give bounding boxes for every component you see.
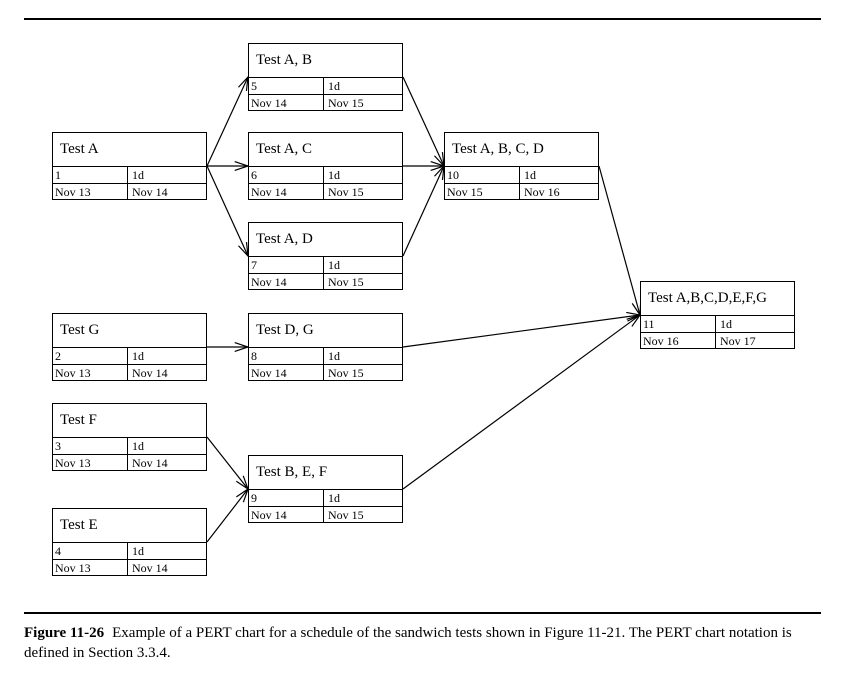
node-number: 8 [251, 349, 257, 363]
bottom-rule [24, 612, 821, 614]
node-title: Test G [60, 322, 100, 338]
pert-node-test-f[interactable]: Test F 3 1d Nov 13 Nov 14 [52, 403, 207, 471]
node-finish-date: Nov 14 [132, 561, 168, 575]
node-number: 10 [447, 168, 459, 182]
node-number: 5 [251, 79, 257, 93]
dependency-arrow [206, 76, 249, 167]
node-duration: 1d [132, 349, 144, 363]
node-start-date: Nov 13 [55, 185, 91, 199]
pert-node-test-g[interactable]: Test G 2 1d Nov 13 Nov 14 [52, 313, 207, 381]
pert-node-test-all[interactable]: Test A,B,C,D,E,F,G 11 1d Nov 16 Nov 17 [640, 281, 795, 349]
node-finish-date: Nov 15 [328, 508, 364, 522]
node-number: 6 [251, 168, 257, 182]
dependency-arrow [402, 314, 641, 348]
node-duration: 1d [132, 439, 144, 453]
node-finish-date: Nov 15 [328, 275, 364, 289]
node-title: Test B, E, F [256, 464, 328, 480]
node-duration: 1d [328, 79, 340, 93]
pert-node-test-a-d[interactable]: Test A, D 7 1d Nov 14 Nov 15 [248, 222, 403, 290]
node-finish-date: Nov 15 [328, 185, 364, 199]
node-duration: 1d [524, 168, 536, 182]
node-title: Test D, G [256, 322, 314, 338]
node-number: 1 [55, 168, 61, 182]
node-finish-date: Nov 14 [132, 366, 168, 380]
node-number: 11 [643, 317, 655, 331]
node-number: 9 [251, 491, 257, 505]
node-title: Test A, D [256, 231, 313, 247]
node-finish-date: Nov 14 [132, 456, 168, 470]
node-number: 4 [55, 544, 61, 558]
dependency-arrow [402, 76, 445, 167]
node-title: Test A [60, 141, 99, 157]
node-title: Test F [60, 412, 97, 428]
node-start-date: Nov 14 [251, 96, 287, 110]
node-title: Test A,B,C,D,E,F,G [648, 290, 768, 306]
figure-label: Figure 11-26 [24, 625, 105, 641]
dependency-arrow [206, 488, 249, 543]
pert-node-test-d-g[interactable]: Test D, G 8 1d Nov 14 Nov 15 [248, 313, 403, 381]
node-duration: 1d [328, 349, 340, 363]
node-number: 3 [55, 439, 61, 453]
node-duration: 1d [328, 168, 340, 182]
node-duration: 1d [132, 168, 144, 182]
dependency-arrow [402, 165, 445, 257]
node-start-date: Nov 13 [55, 456, 91, 470]
pert-node-test-a-b[interactable]: Test A, B 5 1d Nov 14 Nov 15 [248, 43, 403, 111]
figure-caption-text: Example of a PERT chart for a schedule o… [24, 625, 792, 661]
node-start-date: Nov 13 [55, 366, 91, 380]
pert-node-test-a-b-c-d[interactable]: Test A, B, C, D 10 1d Nov 15 Nov 16 [444, 132, 599, 200]
node-start-date: Nov 14 [251, 275, 287, 289]
node-number: 2 [55, 349, 61, 363]
node-title: Test A, B [256, 52, 313, 68]
node-duration: 1d [328, 258, 340, 272]
node-start-date: Nov 14 [251, 185, 287, 199]
node-title: Test E [60, 517, 98, 533]
node-title: Test A, B, C, D [452, 141, 544, 157]
dependency-arrow [598, 165, 641, 316]
node-duration: 1d [132, 544, 144, 558]
node-finish-date: Nov 17 [720, 334, 756, 348]
arrowhead [238, 75, 249, 91]
pert-node-test-b-e-f[interactable]: Test B, E, F 9 1d Nov 14 Nov 15 [248, 455, 403, 523]
node-finish-date: Nov 14 [132, 185, 168, 199]
node-number: 7 [251, 258, 257, 272]
node-title: Test A, C [256, 141, 313, 157]
node-start-date: Nov 16 [643, 334, 679, 348]
node-finish-date: Nov 15 [328, 366, 364, 380]
top-rule [24, 18, 821, 20]
dependency-arrow [206, 165, 249, 257]
node-finish-date: Nov 15 [328, 96, 364, 110]
node-duration: 1d [720, 317, 732, 331]
dependency-arrow [402, 314, 641, 490]
node-finish-date: Nov 16 [524, 185, 560, 199]
node-start-date: Nov 14 [251, 366, 287, 380]
dependency-arrow [206, 436, 249, 490]
pert-node-test-a-c[interactable]: Test A, C 6 1d Nov 14 Nov 15 [248, 132, 403, 200]
pert-node-test-e[interactable]: Test E 4 1d Nov 13 Nov 14 [52, 508, 207, 576]
node-start-date: Nov 13 [55, 561, 91, 575]
node-duration: 1d [328, 491, 340, 505]
node-start-date: Nov 15 [447, 185, 483, 199]
pert-node-test-a[interactable]: Test A 1 1d Nov 13 Nov 14 [52, 132, 207, 200]
node-start-date: Nov 14 [251, 508, 287, 522]
